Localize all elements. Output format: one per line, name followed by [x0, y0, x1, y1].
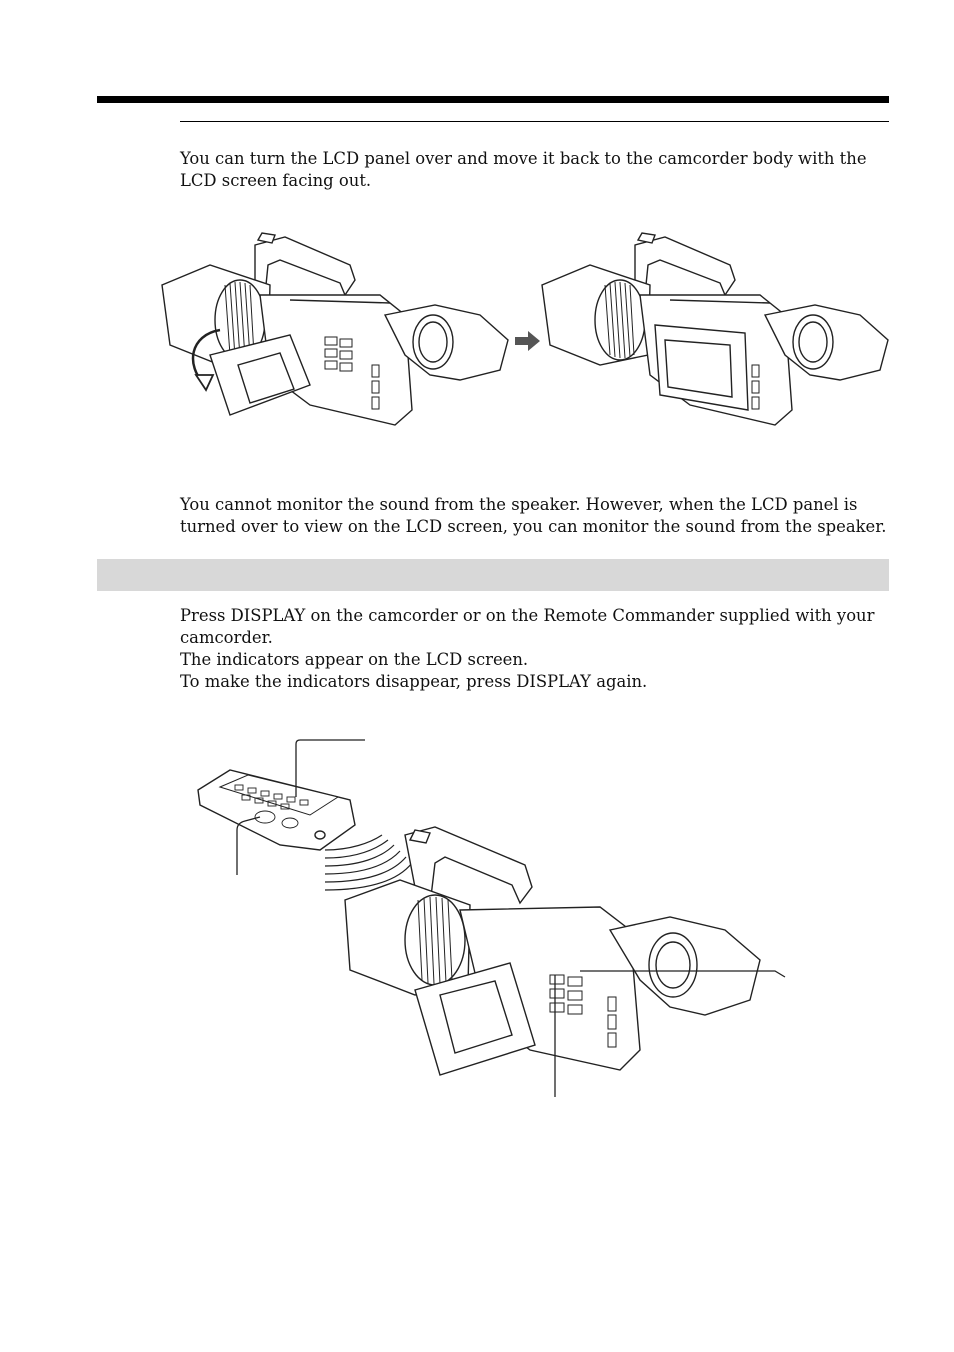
arrow-right-icon	[515, 331, 540, 351]
instruction-line: The indicators appear on the LCD screen.	[180, 650, 529, 669]
callout-line-remote-left	[236, 816, 261, 875]
display-button-illustration	[190, 735, 800, 1105]
remote-commander-drawing	[197, 769, 356, 851]
section-heading-band	[97, 559, 889, 591]
callout-line-display-button	[580, 970, 786, 978]
camcorder-left-drawing	[161, 232, 509, 426]
note-paragraph: You cannot monitor the sound from the sp…	[180, 495, 887, 536]
camcorder-right-drawing	[541, 232, 889, 426]
instruction-line: To make the indicators disappear, press …	[180, 672, 648, 691]
callout-line-remote-top	[295, 739, 365, 797]
lcd-rotation-illustration	[150, 225, 895, 440]
camcorder-drawing	[344, 826, 761, 1076]
display-instructions: Press DISPLAY on the camcorder or on the…	[180, 605, 892, 693]
instruction-line: Press DISPLAY on the camcorder or on the…	[180, 606, 875, 647]
infrared-signal-lines	[324, 834, 413, 891]
top-rule-thick	[97, 96, 889, 103]
lcd-panel-paragraph: You can turn the LCD panel over and move…	[180, 149, 867, 190]
top-rule-thin	[180, 121, 889, 122]
